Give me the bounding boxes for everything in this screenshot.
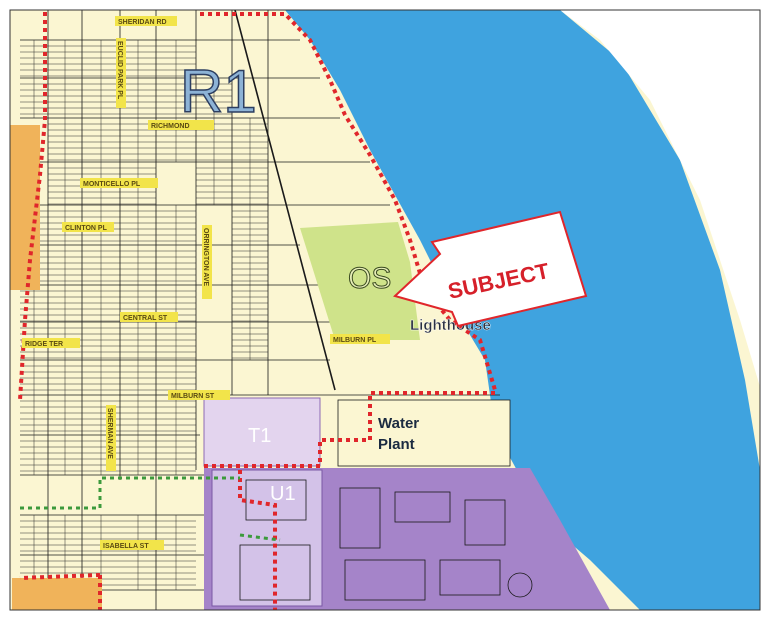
street-label-orrington-ave: ORRINGTON AVE — [202, 228, 209, 287]
t1-zone — [203, 397, 321, 467]
green-boundary — [20, 476, 281, 542]
zone-label-os: OS — [348, 262, 391, 295]
street-label-monticello-pl: MONTICELLO PL — [83, 181, 141, 188]
landmark-water-plant-line1: Water — [378, 415, 419, 432]
city-blocks — [20, 10, 500, 610]
street-label-central-st: CENTRAL ST — [123, 315, 168, 322]
street-label-euclid-park-pl: EUCLID PARK PL — [116, 41, 123, 100]
street-label-sheridan-rd: SHERIDAN RD — [118, 19, 167, 26]
commercial-zone-left — [10, 125, 40, 290]
sheridan-road-line — [234, 9, 336, 391]
street-label-sherman-ave: SHERMAN AVE — [106, 408, 113, 459]
street-label-clinton-pl: CLINTON PL — [65, 225, 108, 232]
map-frame — [9, 9, 761, 611]
street-label-milburn-st: MILBURN ST — [171, 393, 215, 400]
subject-callout: SUBJECT — [393, 210, 588, 328]
street-label-richmond: RICHMOND — [151, 123, 190, 130]
commercial-zone-bottom — [12, 578, 102, 610]
zone-label-t1: T1 — [248, 425, 271, 447]
water-plant-parcel — [337, 399, 511, 467]
zone-label-u1: U1 — [270, 483, 296, 505]
zoning-boundaries — [18, 12, 497, 610]
street-label-milburn-pl: MILBURN PL — [333, 337, 377, 344]
street-labels: SHERIDAN RD RICHMOND MONTICELLO PL CLINT… — [22, 16, 390, 550]
open-space-zone — [300, 222, 420, 340]
map-margin — [560, 10, 770, 420]
street-label-isabella-st: ISABELLA ST — [103, 543, 149, 550]
street-label-ridge-ter: RIDGE TER — [25, 341, 63, 348]
subject-arrow — [393, 210, 588, 328]
landmark-water-plant-line2: Plant — [378, 436, 415, 453]
zone-label-r1: R1 — [180, 58, 257, 125]
